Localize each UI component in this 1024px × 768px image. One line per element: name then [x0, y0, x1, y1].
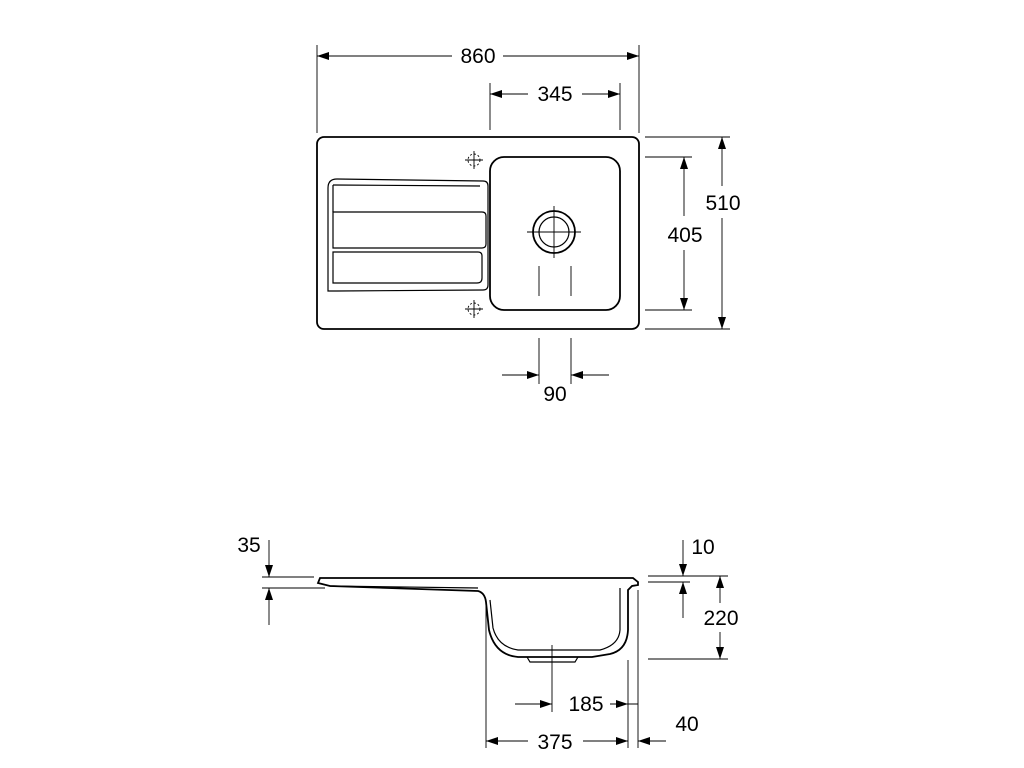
dim-510-label: 510 [705, 192, 740, 215]
dim-185-label: 185 [568, 693, 603, 716]
dim-10-label: 10 [691, 536, 714, 559]
dim-375-label: 375 [537, 731, 572, 754]
dimension-375: 375 [485, 605, 629, 754]
drainer-grooves [327, 178, 489, 292]
waste-profile [526, 656, 579, 663]
dimension-405: 405 [645, 156, 703, 311]
sink-outline [316, 136, 640, 330]
dim-860-label: 860 [460, 45, 495, 68]
tap-hole-marker-bottom [465, 300, 483, 318]
dim-405-label: 405 [667, 224, 702, 247]
dimension-35: 35 [237, 534, 325, 625]
top-view: 860 345 405 510 [316, 45, 741, 406]
dimension-40: 40 [620, 590, 699, 748]
side-view: 35 10 220 185 [237, 534, 738, 754]
dimension-345: 345 [489, 83, 621, 130]
dimension-90: 90 [502, 338, 609, 406]
dimension-10: 10 [648, 536, 715, 618]
waste-outlet [527, 206, 581, 296]
dimension-220: 220 [648, 575, 739, 660]
dim-220-label: 220 [703, 607, 738, 630]
dim-90-label: 90 [543, 383, 566, 406]
bowl-outline [489, 156, 621, 311]
dim-345-label: 345 [537, 83, 572, 106]
dim-35-label: 35 [237, 534, 260, 557]
sink-profile [316, 577, 639, 658]
dimension-185: 185 [515, 670, 628, 716]
dimension-860: 860 [316, 45, 640, 133]
tap-hole-marker-top [465, 151, 483, 169]
dimension-510: 510 [645, 136, 741, 330]
dim-40-label: 40 [675, 713, 698, 736]
